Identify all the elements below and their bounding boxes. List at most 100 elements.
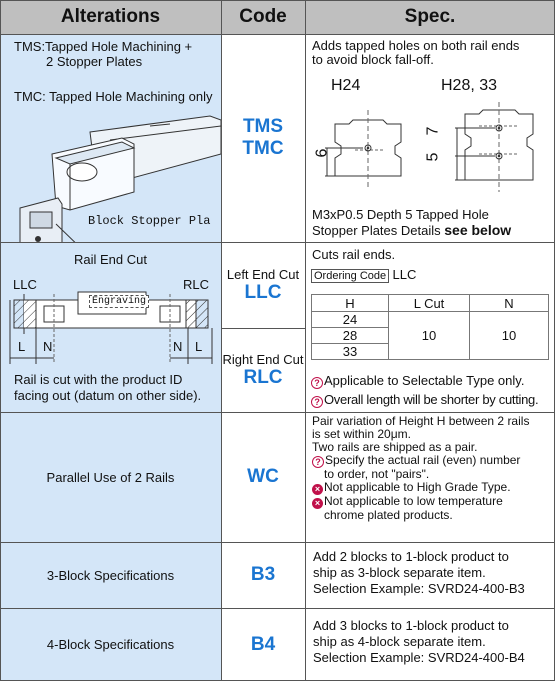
wc-spec-6: ×Not applicable to High Grade Type. <box>312 481 555 495</box>
note-shorter: ?Overall length will be shorter by cutti… <box>311 392 539 408</box>
label-h2833: H28, 33 <box>441 77 498 94</box>
dim-l-left: L <box>18 339 26 354</box>
wc-spec-2: is set within 20μm. <box>312 427 411 441</box>
td-lcut: 10 <box>388 311 470 360</box>
th-h: H <box>311 294 389 312</box>
rail-cut-spec-cell: Cuts rail ends. Ordering Code LLC H L Cu… <box>305 242 555 412</box>
grid-line <box>0 608 555 609</box>
code-b4: B4 <box>250 633 276 655</box>
llc-label: LLC <box>13 277 37 292</box>
tms-alteration-cell: TMS:Tapped Hole Machining + 2 Stopper Pl… <box>0 34 221 242</box>
tmc-label: TMC: Tapped Hole Machining only <box>14 89 213 104</box>
wc-alteration-cell: Parallel Use of 2 Rails <box>0 412 221 542</box>
th-n: N <box>469 294 549 312</box>
tms-spec-line4: Stopper Plates Details see below <box>312 222 512 239</box>
wc-code-cell: WC <box>221 412 305 542</box>
prohibited-icon: × <box>312 484 323 495</box>
code-rlc: RLC <box>243 366 283 388</box>
left-end-cut-label: Left End Cut <box>226 266 300 282</box>
wc-spec-6-text: Not applicable to High Grade Type. <box>324 480 511 494</box>
rail-cut-note1: Rail is cut with the product ID <box>14 372 183 387</box>
tms-label-2: 2 Stopper Plates <box>46 54 143 69</box>
b3-alteration-text: 3-Block Specifications <box>46 567 175 583</box>
th-lcut: L Cut <box>388 294 470 312</box>
dim-5: 5 <box>424 152 442 162</box>
b3-spec-1: Add 2 blocks to 1-block product to <box>313 549 509 564</box>
cuts-rail-ends-text: Cuts rail ends. <box>312 247 396 262</box>
header-spec: Spec. <box>305 0 555 34</box>
b4-code-cell: B4 <box>221 608 305 681</box>
note-selectable-text: Applicable to Selectable Type only. <box>324 373 525 388</box>
grid-line <box>0 34 555 35</box>
dim-n-left: N <box>43 339 53 354</box>
td-h-28: 28 <box>311 327 389 344</box>
grid-line <box>305 0 306 681</box>
right-end-cut-label: Right End Cut <box>222 351 304 367</box>
tms-spec-line3: M3xP0.5 Depth 5 Tapped Hole <box>312 207 489 222</box>
lightbulb-tip-icon: ? <box>311 396 323 408</box>
wc-spec-7-text: Not applicable to low temperature <box>324 494 503 508</box>
b4-spec-1: Add 3 blocks to 1-block product to <box>313 618 509 633</box>
wc-spec-4-text: Specify the actual rail (even) number <box>325 453 521 467</box>
grid-line <box>0 0 555 1</box>
grid-line <box>221 0 222 681</box>
grid-line <box>0 0 1 681</box>
note-selectable: ?Applicable to Selectable Type only. <box>311 373 524 389</box>
tms-spec-line1: Adds tapped holes on both rail ends <box>312 38 520 53</box>
wc-spec-cell: Pair variation of Height H between 2 rai… <box>305 412 555 542</box>
b4-alteration-cell: 4-Block Specifications <box>0 608 221 681</box>
block-stopper-callout: Block Stopper Pla <box>88 214 211 228</box>
dim-l-right: L <box>195 339 203 354</box>
dim-6: 6 <box>313 148 331 158</box>
ordering-code-value: LLC <box>392 267 417 282</box>
tms-spec-cell: Adds tapped holes on both rail ends to a… <box>305 34 555 242</box>
rail-end-cut-title: Rail End Cut <box>74 252 147 267</box>
b4-spec-3: Selection Example: SVRD24-400-B4 <box>313 650 525 665</box>
wc-spec-4: ?Specify the actual rail (even) number <box>312 454 555 468</box>
ordering-code-box: Ordering Code <box>311 269 390 283</box>
code-tms: TMS <box>242 116 284 137</box>
wc-spec-1: Pair variation of Height H between 2 rai… <box>312 414 530 428</box>
header-code: Code <box>221 0 305 34</box>
see-below-link[interactable]: see below <box>444 222 512 238</box>
rail-cut-note2: facing out (datum on other side). <box>14 388 202 403</box>
b3-spec-2: ship as 3-block separate item. <box>313 565 486 580</box>
tms-label: TMS:Tapped Hole Machining + <box>14 39 193 54</box>
wc-spec-5: to order, not "pairs". <box>324 467 430 481</box>
label-h24: H24 <box>331 77 361 94</box>
lightbulb-tip-icon: ? <box>311 377 323 389</box>
stopper-details-text: Stopper Plates Details <box>312 223 441 238</box>
td-n: 10 <box>469 311 549 360</box>
b3-alteration-cell: 3-Block Specifications <box>0 542 221 608</box>
code-b3: B3 <box>250 564 276 585</box>
grid-line <box>0 412 555 413</box>
tms-spec-line2: to avoid block fall-off. <box>312 52 434 67</box>
td-h-24: 24 <box>311 311 389 328</box>
rlc-label: RLC <box>183 277 210 292</box>
grid-line <box>221 328 305 329</box>
b4-spec-2: ship as 4-block separate item. <box>313 634 486 649</box>
code-tmc: TMC <box>242 138 284 159</box>
ordering-code-row: Ordering Code LLC <box>311 267 417 283</box>
wc-alteration-text: Parallel Use of 2 Rails <box>46 469 175 485</box>
header-alterations: Alterations <box>0 0 221 34</box>
b4-spec-cell: Add 3 blocks to 1-block product to ship … <box>305 608 555 681</box>
note-shorter-text: Overall length will be shorter by cuttin… <box>324 392 539 407</box>
wc-spec-8: chrome plated products. <box>324 508 453 522</box>
b3-spec-3: Selection Example: SVRD24-400-B3 <box>313 581 525 596</box>
grid-line <box>0 242 555 243</box>
tapped-hole-diagram <box>325 102 534 192</box>
tms-code-cell: TMS TMC <box>221 34 305 242</box>
dim-n-right: N <box>173 339 183 354</box>
rail-block-illustration <box>19 115 221 242</box>
b3-spec-cell: Add 2 blocks to 1-block product to ship … <box>305 542 555 608</box>
lightbulb-tip-icon: ? <box>312 456 324 468</box>
wc-spec-7: ×Not applicable to low temperature <box>312 495 555 509</box>
code-llc: LLC <box>244 281 282 303</box>
cut-spec-table: H L Cut N 24 10 10 28 33 <box>311 294 549 360</box>
llc-code-cell: Left End Cut LLC <box>221 242 305 328</box>
engraving-label: Engraving <box>89 295 150 308</box>
prohibited-icon: × <box>312 498 323 509</box>
b3-code-cell: B3 <box>221 542 305 608</box>
